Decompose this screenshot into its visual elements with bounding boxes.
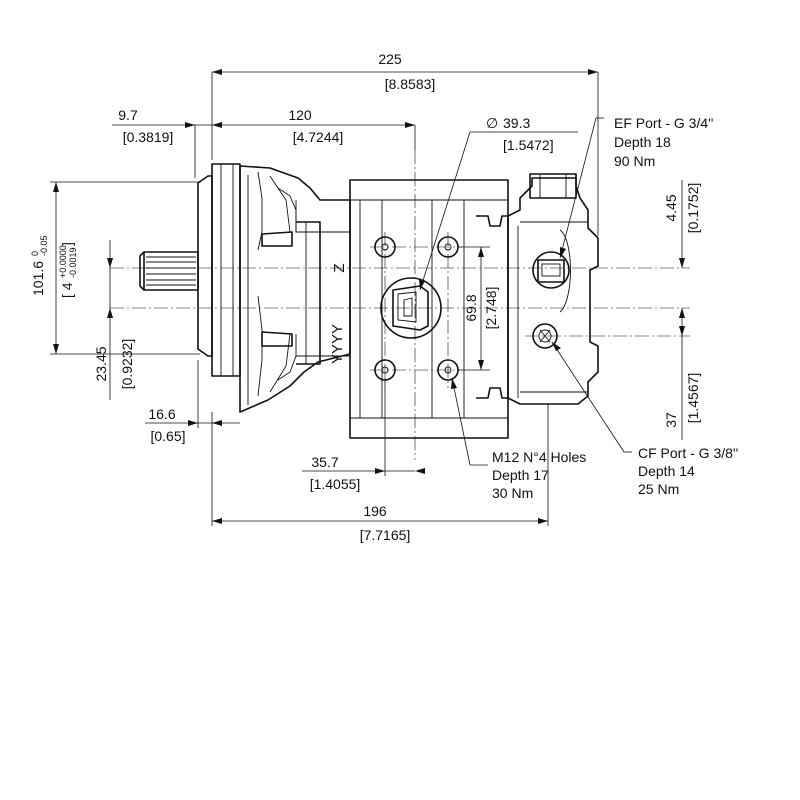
overall-length-inch: [8.8583] (385, 76, 436, 92)
dimension-lines (50, 69, 685, 526)
pilot-diameter-inch-close: ] (59, 242, 75, 246)
diameter-symbol: ∅ (486, 115, 498, 131)
ef-port-callout-line-2: Depth 18 (614, 134, 671, 150)
port-offset-top-mm: 4.45 (663, 194, 679, 221)
flange-to-center-inch: [4.7244] (293, 129, 344, 145)
marking-yyyy: YYYY (329, 324, 346, 364)
port-offset-bottom-mm: 37 (663, 412, 679, 428)
cf-port-callout-line-2: Depth 14 (638, 463, 695, 479)
hole-to-center-inch: [1.4055] (310, 476, 361, 492)
center-lines (110, 150, 690, 460)
hole-to-center-mm: 35.7 (311, 454, 338, 470)
hole-spacing-inch: [2.748] (483, 287, 499, 330)
pilot-diameter-mm-tol-upper: 0 (30, 251, 40, 256)
ef-port-callout-line-1: EF Port - G 3/4'' (614, 115, 713, 131)
hole-spacing-mm: 69.8 (463, 294, 479, 321)
flange-thickness-mm: 16.6 (148, 406, 175, 422)
mounting-holes-callout-line-2: Depth 17 (492, 467, 549, 483)
marking-z: Z (331, 263, 348, 272)
flange-to-center-mm: 120 (288, 107, 312, 123)
drive-shaft (139, 251, 199, 291)
cf-port-callout-line-1: CF Port - G 3/8'' (638, 445, 738, 461)
cf-port-callout-line-3: 25 Nm (638, 481, 679, 497)
mounting-holes-callout-line-1: M12 N°4 Holes (492, 449, 586, 465)
end-cover (507, 173, 599, 405)
port-offset-top-inch: [0.1752] (685, 183, 701, 234)
pilot-diameter-inch-tol-upper: +0.0000 (58, 245, 68, 278)
mounting-flange (197, 163, 241, 377)
shaft-offset-mm: 23.45 (93, 346, 109, 381)
ef-port-icon (532, 251, 570, 289)
port-diameter-inch: [1.5472] (503, 137, 554, 153)
body-length-inch: [7.7165] (360, 527, 411, 543)
pump-body (139, 163, 599, 439)
body-length-mm: 196 (363, 503, 387, 519)
mounting-holes-callout-line-3: 30 Nm (492, 485, 533, 501)
pilot-diameter-inch-open: [ 4 (59, 282, 75, 298)
housing (239, 165, 351, 413)
pilot-diameter-mm: 101.6 (30, 261, 46, 296)
port-diameter-mm: 39.3 (503, 115, 530, 131)
port-offset-bottom-inch: [1.4567] (685, 373, 701, 424)
ef-port-callout-line-3: 90 Nm (614, 153, 655, 169)
pilot-diameter-mm-tol-lower: -0.05 (39, 235, 49, 256)
shaft-to-flange-inch: [0.3819] (123, 129, 174, 145)
pilot-diameter-inch-tol-lower: -0.0019 (68, 247, 78, 278)
overall-length-mm: 225 (378, 51, 402, 67)
shaft-to-flange-mm: 9.7 (118, 107, 138, 123)
shaft-offset-inch: [0.9232] (119, 339, 135, 390)
flange-thickness-inch: [0.65] (150, 428, 185, 444)
